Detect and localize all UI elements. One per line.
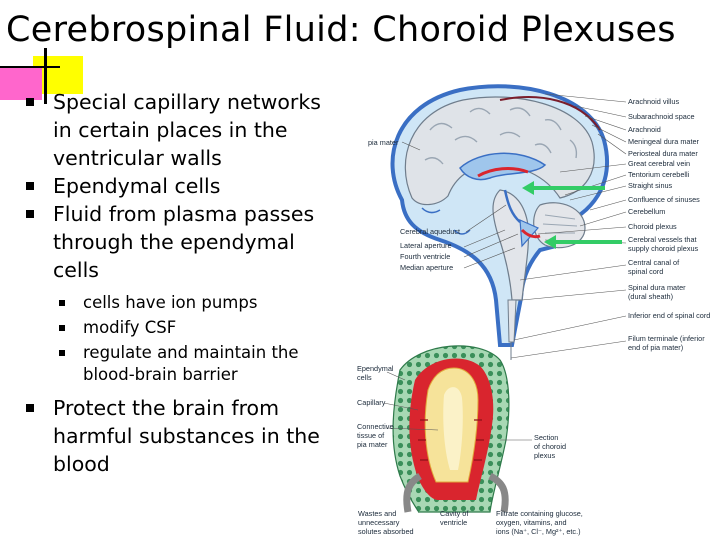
label-connective-3: pia mater [357,440,388,449]
label-cerebral-vessels-2: supply choroid plexus [628,244,699,253]
label-wastes-1: Wastes and [358,509,396,518]
spinal-cord [507,299,517,343]
plexus-diagram [392,345,510,513]
label-arachnoid-villus: Arachnoid villus [628,97,679,106]
csf-flow-arrows [421,207,471,235]
label-filtrate-1: Filtrate containing glucose, [496,509,583,518]
deco-vertical-line [44,48,47,104]
label-section-1: Section [534,433,558,442]
green-arrow-upper [522,181,605,195]
label-lateral-aperture: Lateral aperture [400,241,452,250]
bullet-marker [26,404,34,412]
label-choroid-plexus: Choroid plexus [628,222,677,231]
slide-title: Cerebrospinal Fluid: Choroid Plexuses [6,10,676,50]
label-filum-2: end of pia mater) [628,343,683,352]
label-spinal-dura-2: (dural sheath) [628,292,673,301]
choroid-plexus-red-lower [520,228,541,239]
bullet-item: Special capillary networks in certain pl… [24,88,334,172]
label-capillary: Capillary [357,398,386,407]
sub-bullet-item: cells have ion pumps [24,292,334,314]
label-periosteal-dura: Periosteal dura mater [628,149,698,158]
sub-bullet-item: modify CSF [24,317,334,339]
cerebrum [404,96,595,206]
sub-bullet-marker [59,350,65,356]
label-central-canal-2: spinal cord [628,267,663,276]
sub-bullet-marker [59,300,65,306]
plexus-right-arrow [488,472,509,513]
label-cavity-2: ventricle [440,518,467,527]
label-fourth-ventricle: Fourth ventricle [400,252,450,261]
brain-diagram [390,84,609,360]
bullet-text: Special capillary networks in certain pl… [53,90,321,170]
sub-bullet-text: regulate and maintain the blood-brain ba… [83,343,299,384]
label-ependymal-1: Ependymal [357,364,394,373]
bullet-marker [26,98,34,106]
label-straight-sinus: Straight sinus [628,181,673,190]
label-connective-1: Connective [357,422,394,431]
sub-bullet-marker [59,325,65,331]
bullet-item: Ependymal cells [24,172,334,200]
cerebral-aqueduct [503,189,521,223]
sub-bullet-text: cells have ion pumps [83,293,258,312]
label-connective-2: tissue of [357,431,385,440]
label-meningeal-dura: Meningeal dura mater [628,137,700,146]
sub-bullet-item: regulate and maintain the blood-brain ba… [24,342,334,386]
sub-bullet-text: modify CSF [83,318,177,337]
label-tentorium: Tentorium cerebelli [628,170,690,179]
label-central-canal-1: Central canal of [628,258,680,267]
gyri-lines [424,107,578,165]
label-pia-mater: pia mater [368,138,399,147]
label-great-cerebral-vein: Great cerebral vein [628,159,690,168]
dura-sinus [499,96,601,131]
plexus-left-arrow [403,472,422,513]
label-filum-1: Filum terminale (inferior [628,334,705,343]
bullet-text: Protect the brain from harmful substance… [53,396,320,476]
label-cerebral-aqueduct: Cerebral aqueduct [400,227,460,236]
label-section-2: of choroid [534,442,566,451]
label-median-aperture: Median aperture [400,263,453,272]
bullet-text: Ependymal cells [53,174,221,198]
green-arrow-lower [544,235,622,249]
choroid-plexus-red-upper [477,167,529,178]
label-spinal-dura-1: Spinal dura mater [628,283,686,292]
brainstem [492,189,530,301]
plexus-inner-core [443,387,463,470]
plexus-capillary-stripes [418,419,484,461]
label-cerebellum: Cerebellum [628,207,665,216]
label-section-3: plexus [534,451,555,460]
bullet-list: Special capillary networks in certain pl… [24,88,334,478]
label-arachnoid: Arachnoid [628,125,661,134]
choroid-plexus-figure: Arachnoid villus Subarachnoid space Arac… [357,84,710,536]
bullet-item: Fluid from plasma passes through the epe… [24,200,334,284]
label-cavity-1: Cavity of [440,509,469,518]
plexus-leader-lines [383,371,532,441]
label-ependymal-2: cells [357,373,372,382]
deco-horizontal-line [0,66,60,68]
label-filtrate-3: ions (Na⁺, Cl⁻, Mg²⁺, etc.) [496,527,581,536]
bullet-text: Fluid from plasma passes through the epe… [53,202,315,282]
label-inferior-end: Inferior end of spinal cord [628,311,710,320]
deco-pink-square [0,66,42,100]
label-subarachnoid-space: Subarachnoid space [628,112,695,121]
bullet-marker [26,182,34,190]
label-confluence: Confluence of sinuses [628,195,700,204]
bullet-item: Protect the brain from harmful substance… [24,394,334,478]
label-filtrate-2: oxygen, vitamins, and [496,518,567,527]
label-wastes-3: solutes absorbed [358,527,414,536]
label-cerebral-vessels-1: Cerebral vessels that [628,235,697,244]
bullet-marker [26,210,34,218]
label-wastes-2: unnecessary [358,518,400,527]
